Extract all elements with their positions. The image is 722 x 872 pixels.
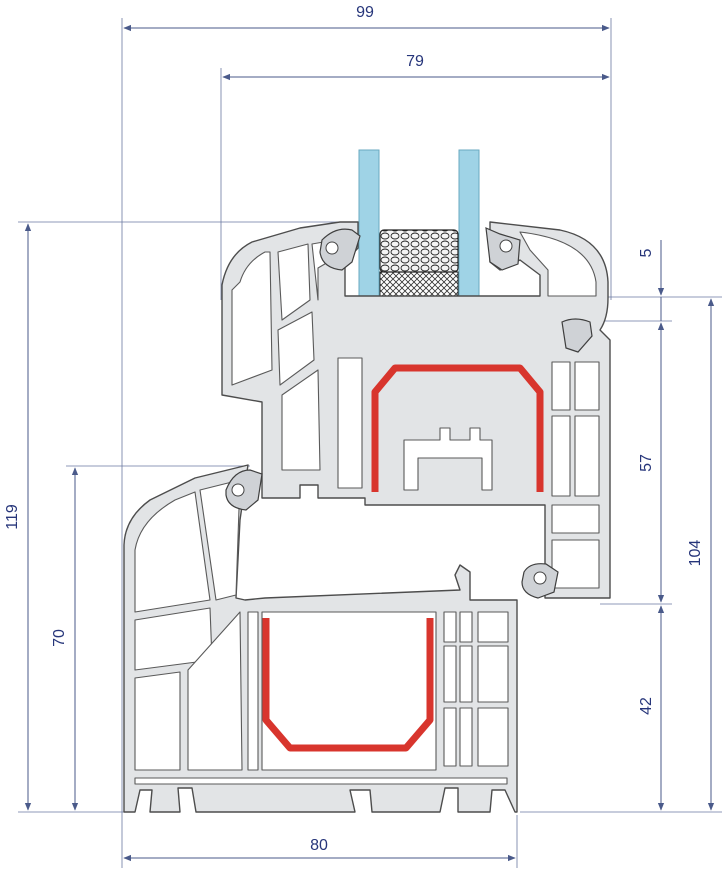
- dimension-lines: [24, 24, 715, 862]
- dim-overall-height-label: 119: [4, 504, 21, 530]
- dim-frame-width-label: 80: [310, 837, 328, 854]
- dim-offset-label: 5: [638, 248, 655, 257]
- extension-lines: [18, 18, 722, 868]
- steel-reinforcement-upper: [371, 364, 544, 492]
- dim-frame-bottom-label: 42: [638, 697, 655, 715]
- glass-pane-right: [458, 149, 480, 299]
- dim-sash-total-label: 104: [687, 540, 704, 567]
- secondary-seal: [379, 271, 459, 299]
- glass-pane-left: [358, 149, 380, 299]
- gasket-glass-outer: [319, 228, 361, 271]
- dim-sash-depth-label: 57: [638, 454, 655, 472]
- glazing-unit: [358, 149, 480, 299]
- gaskets: [225, 227, 593, 599]
- sash-profile: [221, 221, 611, 599]
- dim-sash-width-label: 79: [406, 53, 424, 70]
- frame-profile: [123, 464, 518, 813]
- dim-overall-width-label: 99: [356, 4, 374, 21]
- dim-frame-height-label: 70: [51, 629, 68, 647]
- dimension-labels: 99 79 80 119 70 5 57 104 42: [4, 4, 704, 854]
- gasket-sash-stop: [561, 318, 593, 353]
- steel-reinforcement-lower: [262, 618, 434, 752]
- spacer-bar: [379, 229, 459, 273]
